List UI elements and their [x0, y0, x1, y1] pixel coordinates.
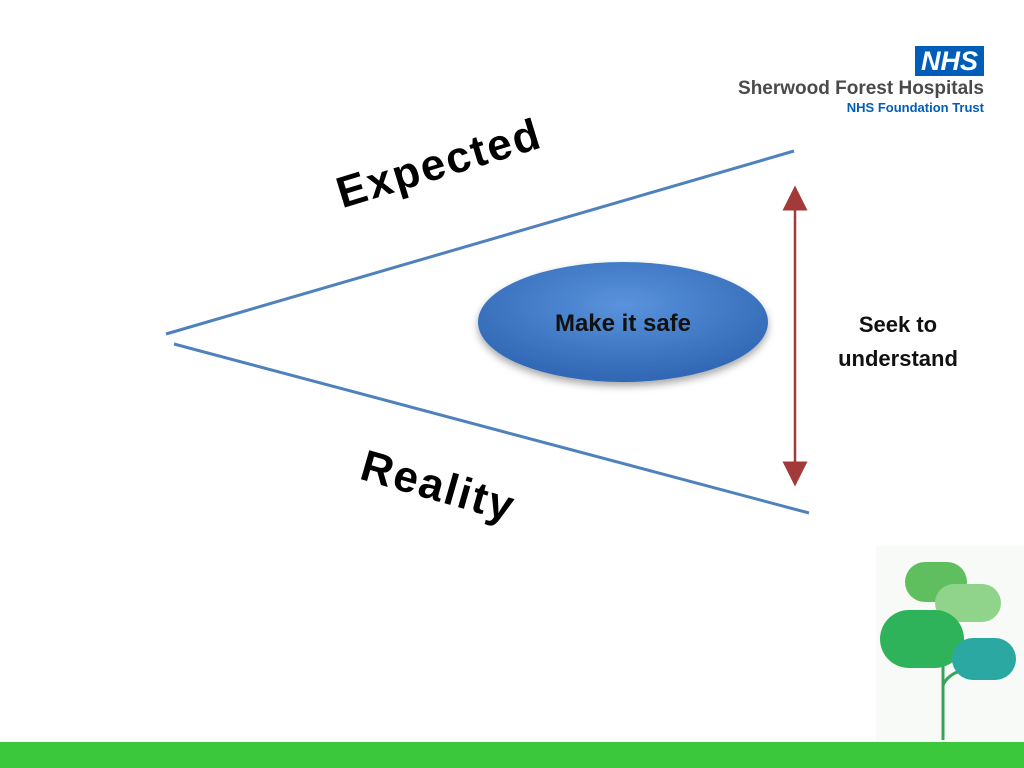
- footer-bar: [0, 742, 1024, 768]
- reality-line: [173, 342, 810, 515]
- seek-label-line1: Seek to: [858, 312, 938, 337]
- expected-line: [165, 149, 795, 336]
- make-it-safe-ellipse: [478, 262, 768, 382]
- seek-label-line2: understand: [838, 346, 958, 371]
- nhs-logo: NHS Sherwood Forest Hospitals NHS Founda…: [738, 46, 984, 115]
- tree-icon: [876, 546, 1024, 742]
- seek-to-understand-label: Seek to understand: [818, 308, 978, 376]
- make-it-safe-label: Make it safe: [554, 310, 692, 337]
- trust-name: NHS Foundation Trust: [846, 100, 984, 115]
- nhs-badge: NHS: [914, 46, 984, 76]
- organisation-name: Sherwood Forest Hospitals: [738, 78, 984, 99]
